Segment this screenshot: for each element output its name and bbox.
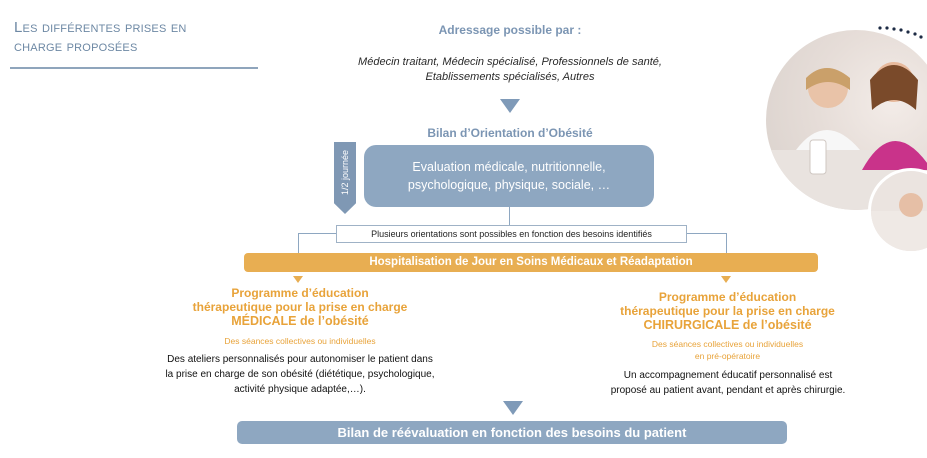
adressage-heading: Adressage possible par : [438, 23, 582, 37]
program-surgical-line-1: Programme d’éducation [658, 290, 797, 304]
program-medical-desc-1: Des ateliers personnalisés pour autonomi… [167, 354, 433, 365]
program-medical-line-3: MÉDICALE de l’obésité [231, 314, 369, 328]
secondary-photo-illustration [871, 193, 927, 251]
connector-line [298, 233, 338, 234]
connector-line [298, 233, 299, 253]
adressage-line-2: Etablissements spécialisés, Autres [425, 71, 595, 83]
arrow-down-icon [500, 99, 520, 113]
connector-line [726, 233, 727, 253]
arrow-down-icon [721, 276, 731, 283]
program-medical-sessions-text: Des séances collectives ou individuelles [224, 336, 376, 346]
connector-line [684, 233, 727, 234]
evaluation-line-1: Evaluation médicale, nutritionnelle, [412, 160, 606, 174]
duration-pennant [334, 142, 356, 214]
section-title-line-2: charge proposées [14, 38, 138, 55]
program-medical-sessions: Des séances collectives ou individuelles [160, 335, 440, 347]
orientations-label: Plusieurs orientations sont possibles en… [336, 225, 687, 243]
program-medical-desc-2: la prise en charge de son obésité (diété… [165, 369, 435, 380]
dotted-arc-decoration [878, 26, 923, 39]
bilan-heading: Bilan d’Orientation d’Obésité [427, 126, 593, 140]
adressage-line-1: Médecin traitant, Médecin spécialisé, Pr… [358, 56, 662, 68]
program-surgical-desc-2: proposé au patient avant, pendant et apr… [610, 385, 846, 396]
program-surgical-sessions-1: Des séances collectives ou individuelles [651, 339, 804, 349]
duration-label-wrap: 1/2 journée [334, 142, 356, 204]
reevaluation-bar: Bilan de réévaluation en fonction des be… [237, 421, 787, 444]
connector-line [509, 207, 510, 226]
program-surgical-line-3: CHIRURGICALE de l’obésité [643, 318, 812, 332]
program-medical-line-1: Programme d’éducation [231, 286, 369, 300]
evaluation-box: Evaluation médicale, nutritionnelle, psy… [364, 145, 654, 207]
program-medical-desc-3: activité physique adaptée,…). [234, 384, 366, 395]
program-medical-line-2: thérapeutique pour la prise en charge [192, 300, 408, 314]
arrow-down-icon [293, 276, 303, 283]
section-title: Les différentes prises en charge proposé… [14, 18, 264, 56]
program-surgical-sessions-2: en pré-opératoire [694, 351, 761, 361]
evaluation-line-2: psychologique, physique, sociale, … [407, 178, 611, 192]
arrow-down-icon [503, 401, 523, 415]
hospitalisation-bar: Hospitalisation de Jour en Soins Médicau… [244, 253, 818, 272]
section-title-line-1: Les différentes prises en [14, 19, 187, 36]
program-surgical-line-2: thérapeutique pour la prise en charge [620, 304, 835, 318]
program-medical-title: Programme d’éducation thérapeutique pour… [160, 286, 440, 328]
program-surgical-sessions: Des séances collectives ou individuelles… [590, 338, 865, 362]
program-surgical-description: Un accompagnement éducatif personnalisé … [578, 368, 878, 398]
title-underline [10, 67, 258, 69]
adressage-list: Médecin traitant, Médecin spécialisé, Pr… [330, 55, 690, 85]
duration-label: 1/2 journée [340, 150, 350, 196]
program-surgical-title: Programme d’éducation thérapeutique pour… [590, 290, 865, 332]
program-medical-description: Des ateliers personnalisés pour autonomi… [120, 352, 480, 397]
program-surgical-desc-1: Un accompagnement éducatif personnalisé … [623, 370, 833, 381]
